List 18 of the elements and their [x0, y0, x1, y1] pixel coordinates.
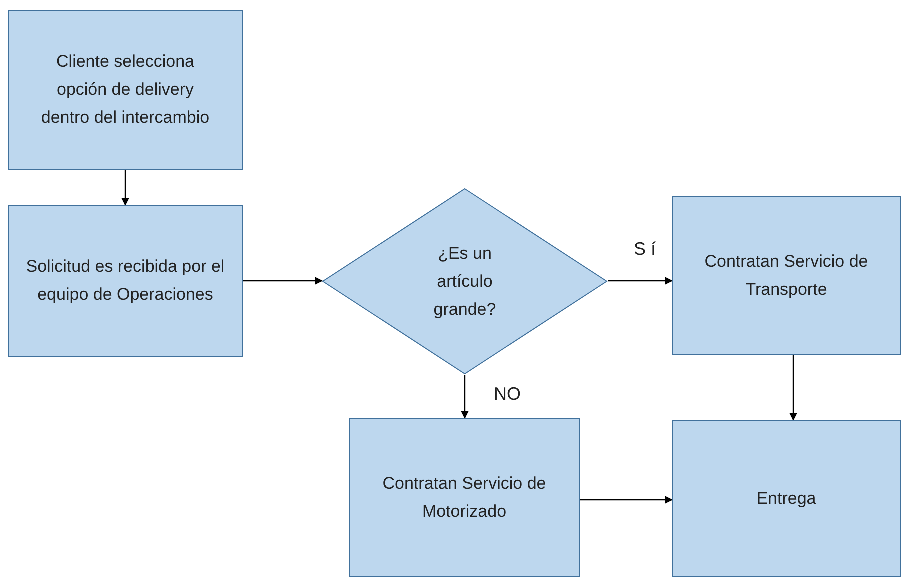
arrow	[580, 496, 673, 504]
arrow	[461, 375, 469, 419]
process-box	[8, 205, 243, 357]
node-text: Contratan Servicio de Motorizado	[382, 472, 548, 522]
arrow	[790, 355, 798, 421]
node-text: Cliente selecciona opción de delivery dentro del intercambio	[40, 51, 210, 129]
node-text: ¿Es un artículo grande?	[432, 242, 498, 320]
arrow	[122, 170, 130, 206]
node-text: Solicitud es recibida por el equipo de Operaciones	[26, 256, 226, 306]
arrow	[243, 277, 323, 285]
process-box	[8, 10, 243, 170]
process-box	[349, 418, 580, 577]
node-text: Contratan Servicio de Transporte	[704, 250, 870, 300]
process-box	[672, 420, 901, 577]
decision-diamond	[322, 188, 608, 375]
arrow	[608, 277, 673, 285]
process-box	[672, 196, 901, 355]
node-text: Entrega	[756, 488, 818, 510]
